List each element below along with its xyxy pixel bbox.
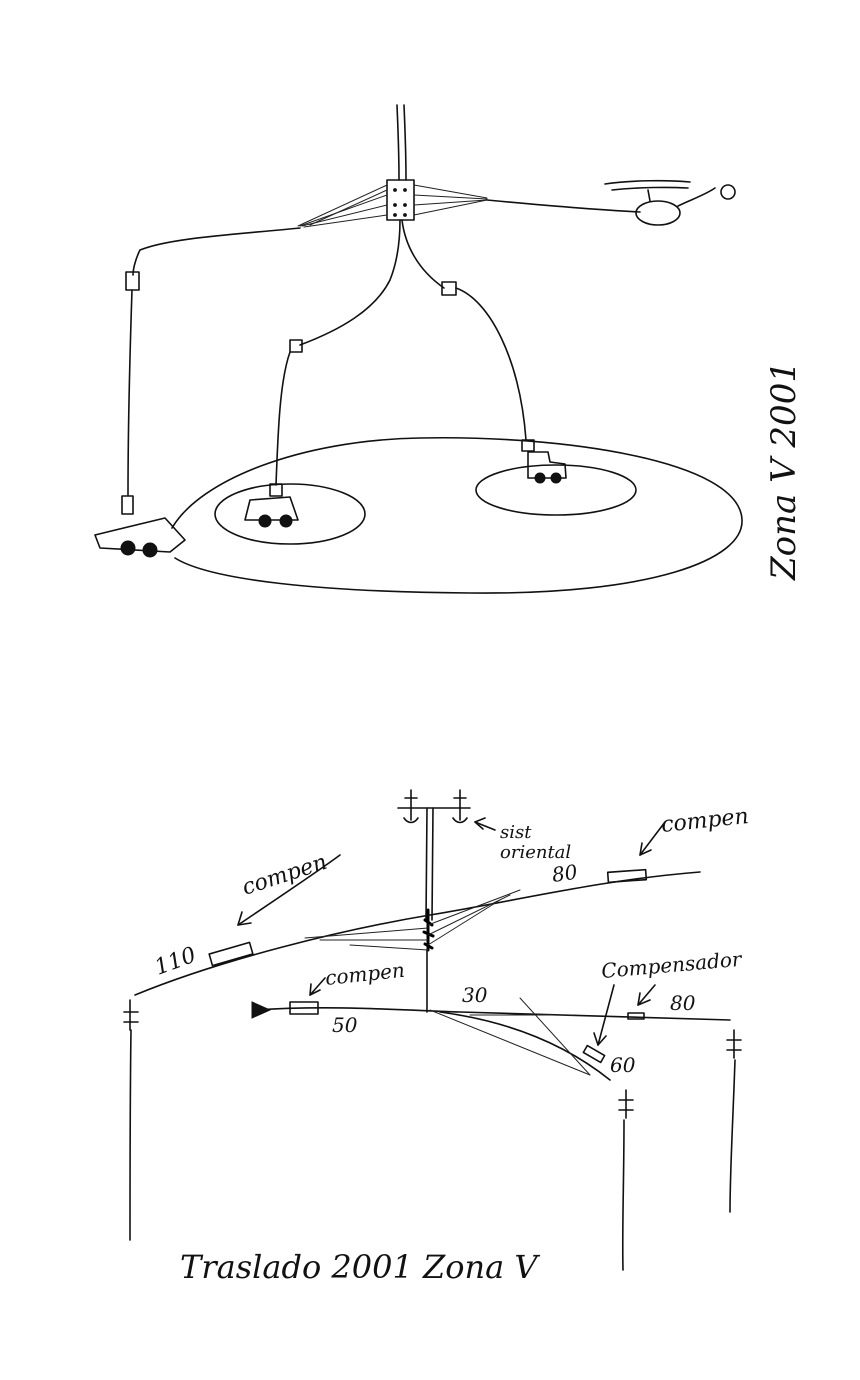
bottom-sketch: compen compen compen Compensador sist or… <box>123 789 750 1286</box>
arrow-icon-compensador-b <box>593 1032 607 1046</box>
distance-60: 60 <box>610 1053 636 1077</box>
label-compensador: Compensador <box>600 947 743 983</box>
pole-left-icon <box>123 999 139 1241</box>
compensator-box-upper-right <box>606 868 648 884</box>
zone-area-right <box>475 464 637 516</box>
trunk-line <box>425 807 428 921</box>
right-fan <box>413 184 488 216</box>
middle-branch <box>299 219 401 346</box>
pole-middle-icon <box>618 1089 634 1271</box>
compensator-box-lower-left <box>289 1001 319 1015</box>
arrow-icon-compensador-a <box>637 992 651 1006</box>
branch-line <box>439 1011 611 1081</box>
compensator-box-lower-right <box>627 1012 645 1020</box>
tower-icon <box>397 789 471 824</box>
arrow-icon-sist <box>474 817 486 830</box>
zone-outline <box>171 436 743 594</box>
lower-line <box>254 1007 731 1021</box>
compensator-box-branch <box>582 1044 606 1064</box>
distance-30: 30 <box>462 983 488 1007</box>
distance-50: 50 <box>332 1013 358 1037</box>
vehicle-icon-middle <box>244 496 299 528</box>
feed-arrow-icon <box>251 1001 272 1019</box>
vehicle-icon-large <box>94 517 186 558</box>
right-branch <box>401 219 445 289</box>
bottom-caption: Traslado 2001 Zona V <box>180 1248 540 1286</box>
top-sketch: Zona V 2001 <box>94 104 804 594</box>
left-branch <box>132 227 301 276</box>
pole-right-icon <box>726 1029 742 1213</box>
top-caption: Zona V 2001 <box>764 361 804 581</box>
zone-area-left <box>214 483 366 545</box>
label-sist: sist <box>500 822 532 843</box>
helicopter-icon <box>604 179 736 226</box>
distance-110: 110 <box>152 943 200 981</box>
vehicle-icon-right <box>527 451 567 484</box>
distance-80-top: 80 <box>550 860 579 887</box>
arrow-icon-compen-mid <box>309 983 321 996</box>
arrow-icon-compen-right <box>639 842 652 856</box>
helicopter-line <box>486 199 641 213</box>
main-feed-line <box>396 104 400 181</box>
compensator-box-left <box>208 941 254 967</box>
label-oriental: oriental <box>500 842 571 863</box>
central-node-box <box>386 179 415 221</box>
connector-middle <box>289 339 303 353</box>
arrow-icon-compen-left <box>237 911 252 926</box>
distance-80-right: 80 <box>670 991 696 1015</box>
left-fan <box>297 184 388 228</box>
upper-fan <box>304 889 521 951</box>
connector-left-lower <box>121 495 134 515</box>
label-compen-mid: compen <box>324 958 406 990</box>
label-compen-right: compen <box>660 804 750 838</box>
